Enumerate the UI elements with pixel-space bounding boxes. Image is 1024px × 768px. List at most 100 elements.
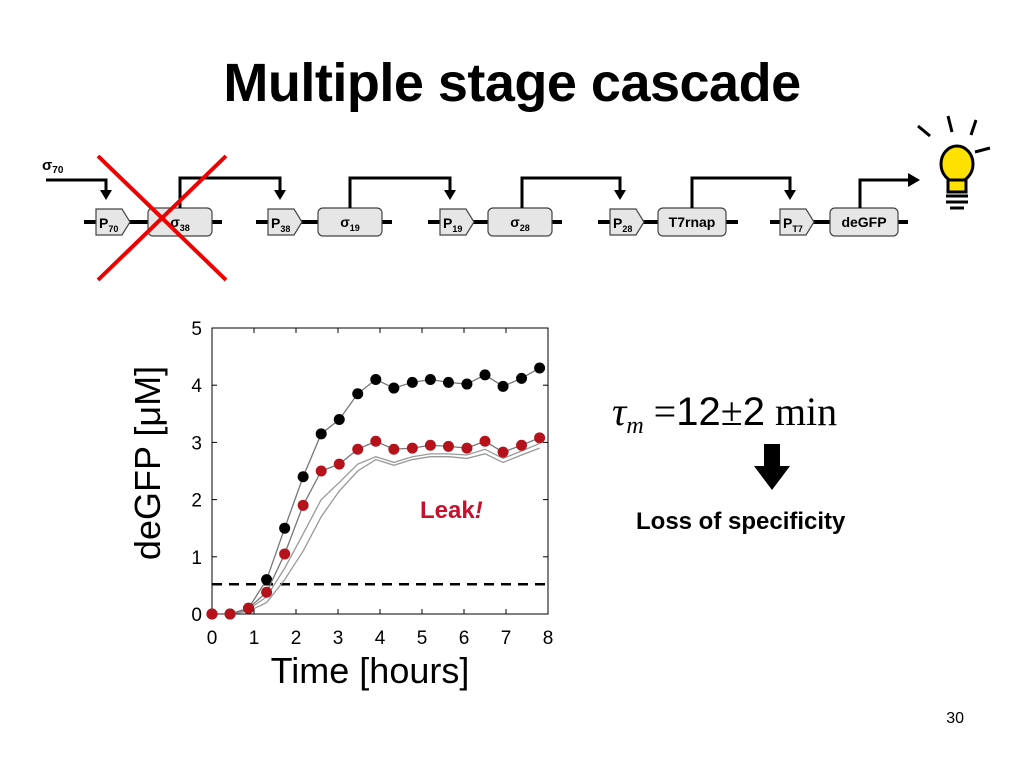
data-point [297, 499, 309, 511]
gene-subscript: 28 [520, 223, 530, 233]
series-line-0 [212, 367, 540, 615]
data-point [206, 608, 218, 620]
y-tick-label: 3 [191, 433, 202, 454]
data-point [370, 373, 382, 385]
y-tick-label: 0 [191, 605, 202, 626]
data-point [279, 522, 291, 534]
data-point [406, 376, 418, 388]
x-tick-label: 5 [417, 628, 428, 649]
y-tick-label: 1 [191, 548, 202, 569]
data-point [424, 373, 436, 385]
slide-title: Multiple stage cascade [223, 53, 801, 113]
promoter-subscript: 19 [452, 224, 462, 234]
data-point [461, 378, 473, 390]
tau-subscript: m [626, 413, 644, 439]
x-tick-label: 7 [501, 628, 512, 649]
data-point [534, 362, 546, 374]
plus-minus: ± [720, 389, 743, 434]
regulation-arrow [348, 176, 452, 208]
data-point [388, 443, 400, 455]
bulb-neck [946, 178, 968, 194]
gene-box [829, 207, 899, 237]
data-point [497, 380, 509, 392]
series-line-3 [212, 447, 540, 615]
data-point [424, 439, 436, 451]
data-point [333, 414, 345, 426]
output-arrow [858, 178, 910, 208]
equals-sign: = [653, 389, 677, 434]
y-tick-label: 2 [191, 491, 202, 512]
x-tick-label: 2 [291, 628, 302, 649]
input-subscript: 70 [52, 165, 64, 176]
data-point [315, 465, 327, 477]
data-point [388, 382, 400, 394]
page-number: 30 [946, 710, 964, 727]
arrow-head [614, 190, 626, 200]
x-tick-label: 8 [543, 628, 554, 649]
tau-value: 12 [676, 390, 721, 434]
data-point [297, 471, 309, 483]
x-axis-label: Time [hours] [271, 650, 470, 691]
plot-frame [211, 327, 549, 615]
data-point [333, 458, 345, 470]
data-point [243, 602, 255, 614]
data-point [261, 586, 273, 598]
tau-unit: min [774, 389, 838, 434]
x-tick-label: 4 [375, 628, 386, 649]
arrow-head [784, 190, 796, 200]
input-arrow [46, 178, 108, 192]
arrow-head [274, 190, 286, 200]
promoter-subscript: 70 [108, 224, 118, 234]
tau-symbol: τ [612, 389, 627, 434]
data-point [279, 548, 291, 560]
promoter-p19 [439, 208, 475, 236]
down-arrow-icon [754, 444, 790, 490]
data-point [370, 435, 382, 447]
y-axis-label: deGFP [μM] [127, 366, 168, 560]
data-point [516, 372, 528, 384]
leak-exclamation: ! [475, 497, 483, 524]
data-point [497, 446, 509, 458]
red-cross-line [96, 154, 228, 282]
x-tick-label: 6 [459, 628, 470, 649]
regulation-arrow [178, 176, 282, 208]
regulation-arrow [520, 176, 622, 208]
data-point [261, 574, 273, 586]
arrow-head [100, 190, 112, 200]
gene-label: deGFP [841, 214, 886, 230]
promoter-p38 [267, 208, 303, 236]
bulb-base [946, 194, 968, 210]
data-point [479, 435, 491, 447]
promoter-subscript: T7 [792, 224, 803, 234]
data-point [479, 369, 491, 381]
promoter-subscript: 38 [280, 224, 290, 234]
leak-annotation: Leak! [420, 497, 483, 524]
data-point [352, 443, 364, 455]
data-point [461, 442, 473, 454]
arrow-head [908, 173, 920, 187]
x-tick-label: 3 [333, 628, 344, 649]
regulation-arrow [690, 176, 792, 208]
tau-error: 2 [742, 390, 765, 434]
data-point [442, 376, 454, 388]
y-tick-label: 5 [191, 319, 202, 340]
y-tick-label: 4 [191, 376, 202, 397]
gene-subscript: 19 [350, 223, 360, 233]
gene-box [487, 207, 553, 237]
promoter-p70 [95, 208, 131, 236]
data-point [534, 432, 546, 444]
conclusion-text: Loss of specificity [636, 508, 846, 535]
x-tick-label: 0 [207, 628, 218, 649]
promoter-p28 [609, 208, 645, 236]
gene-label: T7rnap [669, 214, 716, 230]
bulb-rays [917, 115, 991, 154]
promoter-subscript: 28 [622, 224, 632, 234]
data-point [315, 428, 327, 440]
arrow-head [444, 190, 456, 200]
data-point [442, 440, 454, 452]
data-point [352, 388, 364, 400]
data-point [224, 608, 236, 620]
time-constant-equation: τm =12±2 min [612, 388, 837, 440]
